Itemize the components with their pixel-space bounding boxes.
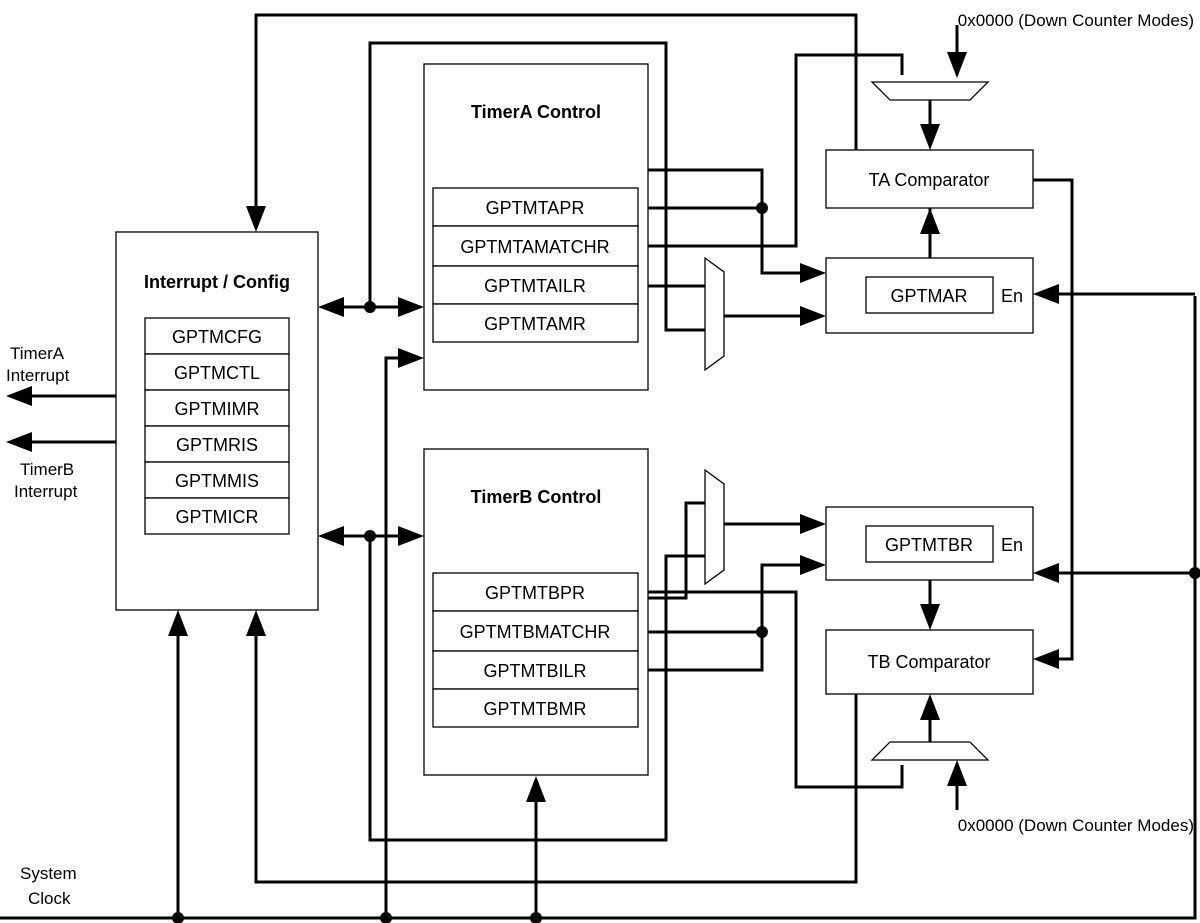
- arrow-up-icon: [920, 694, 940, 720]
- timer-b-control-title: TimerB Control: [471, 487, 602, 507]
- arrow-up-icon: [526, 776, 546, 802]
- ta-down-counter-mux: [870, 81, 990, 101]
- arrow-left-icon: [1033, 563, 1059, 583]
- config-b-loop-wire: [368, 536, 712, 842]
- timer-a-mux: [704, 256, 725, 372]
- tb-comparator-title: TB Comparator: [867, 652, 990, 672]
- register-gptmtbpr: GPTMTBPR: [485, 583, 585, 603]
- arrow-down-icon: [920, 124, 940, 150]
- junction-dot: [364, 301, 376, 313]
- junction-dot: [380, 912, 392, 923]
- junction-dot: [756, 626, 768, 638]
- junction-dot: [530, 912, 542, 923]
- arrow-right-icon: [800, 263, 826, 283]
- gptmtamatchr-wire: [648, 53, 904, 248]
- arrow-right-icon: [398, 348, 424, 368]
- register-gptmtbilr: GPTMTBILR: [483, 661, 586, 681]
- register-gptmris: GPTMRIS: [176, 435, 258, 455]
- junction-dot: [756, 202, 768, 214]
- arrow-left-icon: [318, 297, 344, 317]
- down-counter-bottom-label: 0x0000 (Down Counter Modes): [958, 816, 1194, 835]
- arrow-right-icon: [398, 297, 424, 317]
- timera-interrupt-label: TimerA: [10, 344, 65, 363]
- junction-dot: [172, 912, 184, 923]
- register-gptmtamatchr: GPTMTAMATCHR: [460, 237, 609, 257]
- mux-b-in-wire: [648, 501, 710, 600]
- ta-to-tb-wire: [1033, 178, 1074, 661]
- ta-comparator-block: TA Comparator: [825, 149, 1034, 209]
- arrow-up-icon: [920, 208, 940, 234]
- config-a-loop-wire: [368, 41, 712, 332]
- interrupt-config-registers: GPTMCFG GPTMCTL GPTMIMR GPTMRIS GPTMMIS …: [144, 317, 290, 535]
- arrow-up-icon: [246, 610, 266, 636]
- arrow-up-icon: [168, 610, 188, 636]
- arrow-up-icon: [947, 760, 967, 786]
- junction-dot: [364, 530, 376, 542]
- arrow-left-icon: [1033, 284, 1059, 304]
- timer-b-control-block: TimerB Control GPTMTBPR GPTMTBMATCHR GPT…: [423, 448, 649, 776]
- timera-out-wire: [648, 168, 814, 275]
- register-gptmcfg: GPTMCFG: [172, 327, 262, 347]
- ta-interrupt-wire: [254, 13, 858, 212]
- arrow-right-icon: [800, 555, 826, 575]
- arrow-left-icon: [318, 526, 344, 546]
- arrow-left-icon: [6, 432, 32, 452]
- gptmtbr-block: GPTMTBR En En: [825, 506, 1034, 581]
- ta-comparator-title: TA Comparator: [869, 170, 990, 190]
- system-clock-bus: [0, 296, 1197, 920]
- arrow-right-icon: [800, 306, 826, 326]
- timer-a-control-block: TimerA Control GPTMTAPR GPTMTAMATCHR GPT…: [423, 63, 649, 391]
- register-gptmtapr: GPTMTAPR: [486, 198, 585, 218]
- arrow-left-icon: [6, 386, 32, 406]
- gptmtbr-enable-label: En: [1001, 535, 1023, 555]
- register-gptmimr: GPTMIMR: [175, 399, 260, 419]
- arrow-right-icon: [398, 526, 424, 546]
- register-gptmctl: GPTMCTL: [174, 363, 260, 383]
- multiplexers: [704, 81, 990, 761]
- gptmar-enable-label: En: [1001, 286, 1023, 306]
- tb-down-counter-mux: [870, 741, 990, 761]
- register-gptmicr: GPTMICR: [176, 507, 259, 527]
- gptmtbilr-wire: [648, 563, 812, 672]
- timerb-interrupt-label: Interrupt: [14, 482, 78, 501]
- timer-a-control-title: TimerA Control: [471, 102, 601, 122]
- register-gptmtbmr: GPTMTBMR: [484, 699, 587, 719]
- arrow-heads: [6, 52, 1059, 802]
- down-counter-top-label: 0x0000 (Down Counter Modes): [958, 11, 1194, 30]
- wires: [0, 13, 1197, 920]
- timera-interrupt-label: Interrupt: [6, 366, 70, 385]
- junction-dot: [1189, 567, 1200, 579]
- gptmtbpr-wire: [648, 590, 904, 789]
- register-gptmtbmatchr: GPTMTBMATCHR: [460, 622, 611, 642]
- interrupt-config-block: Interrupt / Config GPTMCFG GPTMCTL GPTMI…: [115, 231, 319, 611]
- arrow-down-icon: [947, 52, 967, 78]
- external-labels: 0x0000 (Down Counter Modes) 0x0000 (Down…: [6, 11, 1194, 908]
- arrow-right-icon: [800, 514, 826, 534]
- arrow-down-icon: [920, 604, 940, 630]
- system-clock-label: Clock: [28, 889, 71, 908]
- system-clock-label: System: [20, 864, 77, 883]
- timerb-interrupt-label: TimerB: [20, 460, 74, 479]
- tb-comparator-block: TB Comparator: [825, 629, 1034, 695]
- arrow-down-icon: [246, 206, 266, 232]
- interrupt-config-title: Interrupt / Config: [144, 272, 290, 292]
- timer-b-mux: [704, 468, 725, 586]
- arrow-left-icon: [1033, 649, 1059, 669]
- register-gptmtbr: GPTMTBR: [885, 535, 973, 555]
- junction-dots: [172, 202, 1200, 923]
- register-gptmtamr: GPTMTAMR: [484, 314, 586, 334]
- register-gptmmis: GPTMMIS: [175, 471, 259, 491]
- clock-to-timera-wire: [384, 356, 410, 918]
- gptmar-block: GPTMAR En: [825, 257, 1034, 334]
- register-gptmar: GPTMAR: [890, 286, 967, 306]
- register-gptmtailr: GPTMTAILR: [484, 276, 586, 296]
